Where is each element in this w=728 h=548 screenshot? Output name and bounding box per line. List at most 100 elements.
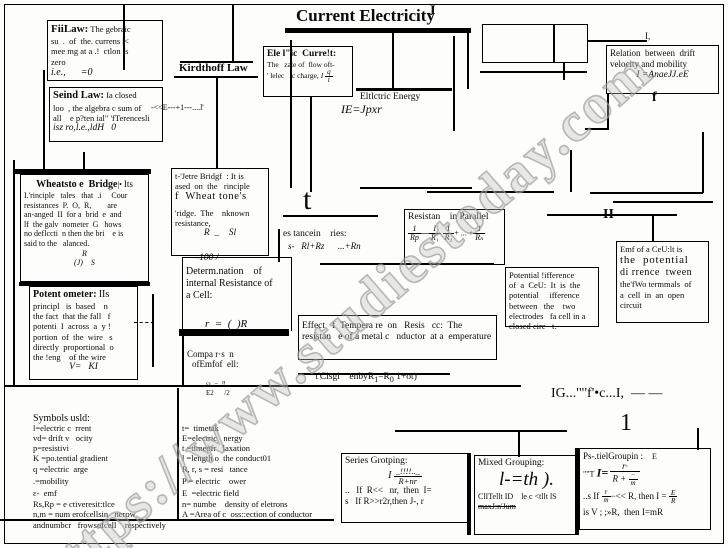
potentiometer-box: Potent ometer: IIs principl is based n t… bbox=[29, 286, 138, 380]
page-border bbox=[4, 4, 724, 544]
series-resistance-title: es tancein ries: bbox=[283, 229, 347, 239]
title-mark: J bbox=[428, 3, 436, 19]
connector-line bbox=[395, 430, 567, 432]
mixed-grouping-box: Mixed Grouping: l-=th ). ClITellt ID le … bbox=[474, 455, 579, 535]
connector-line bbox=[613, 201, 713, 203]
potentiometer-heading: Potent ometer: bbox=[33, 289, 97, 300]
parallel-resistance-title: Resistan in Parallel bbox=[408, 212, 489, 222]
title-underline-bar bbox=[285, 28, 471, 33]
first-law-box: FiiLaw: The gebraic su . of the. currens… bbox=[47, 20, 163, 81]
second-law-annotation: -<<E---+1---....l' bbox=[151, 103, 204, 112]
second-law-heading: Seind Law: bbox=[53, 90, 105, 101]
electric-current-box: Ele l"ic Curre!t: The zate of flow oft- … bbox=[263, 46, 353, 97]
series-grouping-title: Series Grotping: bbox=[345, 456, 408, 466]
symbol-item: vd= drift v ocity bbox=[33, 433, 93, 443]
symbol-item: n,m = num erofcellsin nerow bbox=[33, 509, 136, 519]
connector-line bbox=[13, 160, 15, 386]
potential-difference-box: Potential !ifference of a CeU: It is the… bbox=[505, 267, 599, 331]
stray-one-glyph: 1 bbox=[620, 410, 632, 436]
series-grouping-box: Series Grotping: I _!!!!.._R+nr .. If R<… bbox=[341, 453, 469, 523]
wheatstone-heading: Wheatsto e Bridge bbox=[36, 179, 118, 190]
connector-line bbox=[310, 97, 312, 192]
connector-line bbox=[232, 4, 234, 63]
comparison-line2: ofEmfof ell: bbox=[192, 359, 239, 369]
symbol-item: ε- emf bbox=[33, 488, 57, 498]
connector-line bbox=[278, 229, 280, 262]
mixed-grouping-formula: l-=th ). bbox=[498, 469, 555, 491]
connector-line bbox=[480, 71, 587, 73]
connector-line bbox=[320, 263, 494, 265]
symbol-item: P = electric ower bbox=[182, 476, 246, 486]
wheatstone-top-bar bbox=[14, 169, 151, 174]
electric-energy-title: Eltlctric Energy bbox=[360, 92, 421, 102]
wheatstone-bottom-bar bbox=[19, 282, 150, 286]
series-grouping-right-bar bbox=[467, 453, 471, 535]
temperature-formula: t'Cisgi enbyR1=R0 1+ot) bbox=[315, 371, 417, 384]
symbols-footer: andnumbcr frowsofcell respectively bbox=[33, 520, 166, 530]
electric-energy-formula: IE=Jpxr bbox=[341, 102, 382, 116]
connector-line bbox=[392, 33, 394, 89]
connector-line bbox=[652, 216, 654, 242]
parallel-grouping-box: Ps-.tielGroupin : E ""T I= r·R + −m ..s … bbox=[579, 448, 711, 530]
symbol-item: p=resistivi bbox=[33, 443, 69, 453]
connector-line bbox=[360, 187, 472, 189]
connector-line bbox=[697, 428, 699, 450]
potential-difference-struck-text: closed cire t. bbox=[509, 320, 557, 331]
metre-bridge-formula-num: R _ Sl bbox=[203, 228, 237, 239]
connector-line bbox=[547, 214, 677, 216]
connector-line bbox=[585, 128, 608, 130]
electric-current-heading: Ele l"ic Curre!t: bbox=[267, 49, 337, 59]
potentiometer-formula: V= KI bbox=[69, 362, 98, 373]
symbol-item: Rs,Rp = e ctiveresit:tlce bbox=[33, 499, 115, 509]
stray-t-glyph: t bbox=[303, 183, 312, 216]
connector-line bbox=[182, 331, 184, 386]
symbol-item: q =electric arge bbox=[33, 464, 88, 474]
connector-line bbox=[553, 24, 555, 63]
kirchhoff-law-label: Kirdthoff Law bbox=[179, 62, 248, 74]
connector-line bbox=[283, 215, 378, 217]
mixed-grouping-title: Mixed Grouping: bbox=[478, 458, 545, 468]
stray-II-glyph: II bbox=[603, 207, 614, 222]
section-divider bbox=[5, 385, 521, 387]
empty-box bbox=[482, 24, 588, 63]
second-law-box: Seind Law: Ia closed loo , the algebra c… bbox=[49, 87, 163, 142]
connector-line bbox=[702, 132, 704, 193]
emf-large-text: the potential bbox=[620, 254, 689, 267]
comparison-formula-bottom: E2 /2 bbox=[206, 389, 230, 397]
wheatstone-formula-top: R bbox=[82, 248, 87, 258]
symbol-item: t= timetak bbox=[182, 423, 219, 433]
drift-mobility-formula: I =AnaeJJ.eE bbox=[636, 69, 689, 80]
connector-line bbox=[518, 430, 520, 457]
parallel-grouping-last-line: is V ; ;»R, then I=mR bbox=[583, 506, 664, 517]
metre-bridge-wheatstone: f Wheat tone's bbox=[175, 191, 247, 203]
symbols-footer-line bbox=[0, 519, 334, 521]
symbol-item: n= numbe density of eletrons bbox=[182, 499, 288, 509]
temperature-effect-box: Effect f Tempera re on Resis cc: The res… bbox=[298, 315, 497, 360]
comparison-line1: Compa r·s n bbox=[187, 349, 234, 359]
series-resistance-formula: s- Rl+Rz ...+Rn bbox=[288, 241, 361, 251]
symbols-heading: Symbols usld: bbox=[33, 413, 90, 424]
symbol-item: E =electric field bbox=[182, 488, 239, 498]
connector-line bbox=[467, 33, 469, 89]
emf-box: Emf of a CeU:lt is the potential di rren… bbox=[616, 241, 709, 323]
drift-mobility-box: Relation between drift velocity and mobi… bbox=[606, 45, 719, 94]
metre-bridge-box: t-'Jetre Bridgf : It is ased on the rinc… bbox=[171, 168, 269, 256]
symbol-item: t =timeofr laxation bbox=[182, 443, 251, 453]
connector-line bbox=[590, 192, 703, 194]
wheatstone-formula-bottom: (J) S bbox=[74, 258, 95, 268]
connector-line bbox=[43, 70, 45, 170]
wheatstone-bridge-box: Wheatsto e Bridge|• Its I.'rinciple tale… bbox=[20, 174, 149, 282]
energy-top-bar bbox=[356, 88, 452, 91]
dashed-connector bbox=[134, 322, 154, 323]
connector-line bbox=[290, 40, 292, 188]
determination-formula: r = ( )R bbox=[205, 318, 248, 330]
connector-line bbox=[587, 40, 647, 42]
symbols-column-divider bbox=[177, 388, 179, 519]
connector-line bbox=[216, 77, 218, 169]
symbol-item: l =length o the conduct01 bbox=[182, 453, 272, 463]
connector-line bbox=[180, 61, 253, 63]
parallel-grouping-left-bar bbox=[575, 448, 579, 534]
first-law-formula: i.e., =0 bbox=[51, 66, 93, 78]
